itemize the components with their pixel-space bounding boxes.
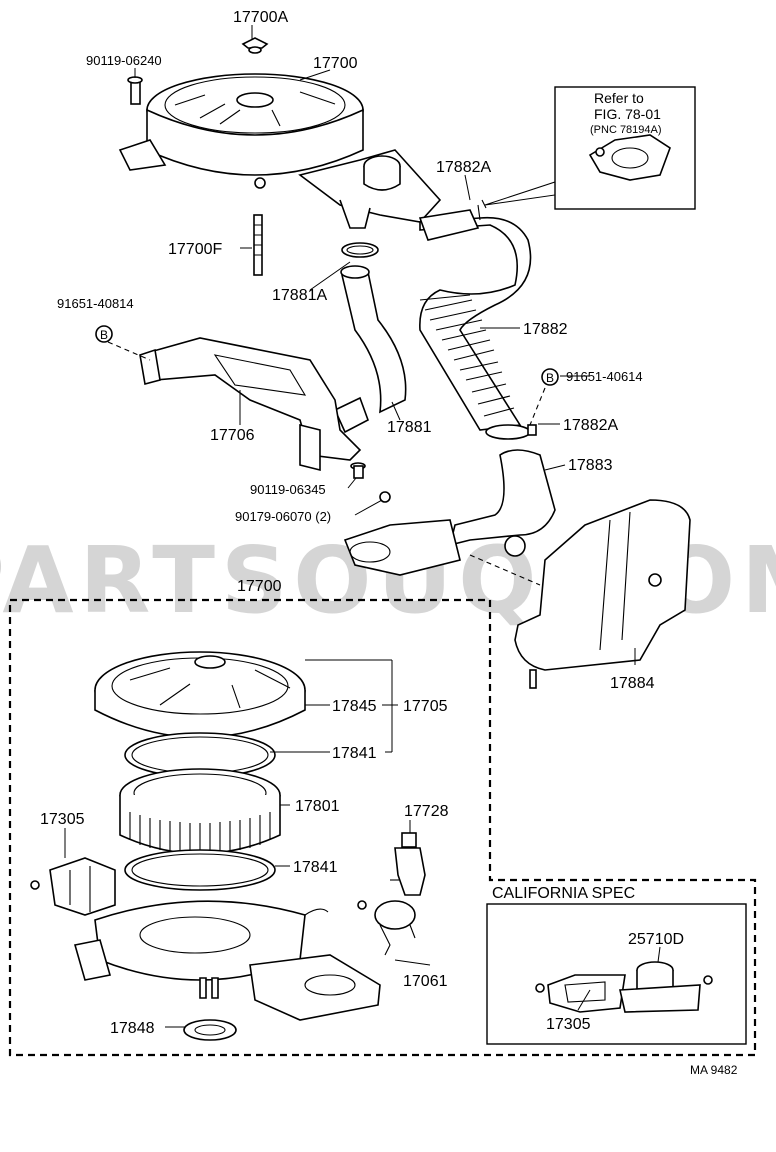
label-90119-06240: 90119-06240 [86, 53, 162, 68]
label-90179-06070: 90179-06070 (2) [235, 509, 331, 524]
label-17305: 17305 [40, 811, 85, 828]
label-17801: 17801 [295, 798, 340, 815]
label-90119-06345: 90119-06345 [250, 482, 326, 497]
air-cleaner-case [73, 900, 381, 1021]
label-17841-bottom: 17841 [293, 859, 338, 876]
leader-chain [469, 554, 541, 586]
label-91651-40814: 91651-40814 [57, 296, 134, 311]
heat-shield-17884 [514, 499, 691, 689]
marker-b-right [541, 368, 559, 386]
label-25710D: 25710D [628, 931, 684, 948]
marker-b-left [95, 325, 113, 343]
label-17881: 17881 [387, 419, 432, 436]
cal-valve-assembly [535, 961, 713, 1013]
sensor-part-icon [588, 134, 671, 181]
label-17884: 17884 [610, 675, 655, 692]
label-17305-cal: 17305 [546, 1016, 591, 1033]
label-17706: 17706 [210, 427, 255, 444]
refer-pointer [484, 181, 556, 206]
marker-b-left-label: B [100, 328, 108, 342]
marker-b-right-label: B [546, 371, 554, 385]
bolt-90119-06240 [127, 76, 143, 105]
grommet-17848 [183, 1019, 237, 1041]
label-17705: 17705 [403, 698, 448, 715]
label-17881A: 17881A [272, 287, 327, 304]
label-17883: 17883 [568, 457, 613, 474]
air-cleaner-assembly-top [118, 73, 442, 229]
label-17700A: 17700A [233, 9, 288, 26]
california-spec-title: CALIFORNIA SPEC [492, 885, 635, 902]
figure-code: MA 9482 [690, 1063, 738, 1077]
label-17728: 17728 [404, 803, 449, 820]
refer-line3: (PNC 78194A) [590, 124, 662, 136]
label-17882: 17882 [523, 321, 568, 338]
label-17700-box: 17700 [237, 578, 282, 595]
air-cleaner-lid-17845 [94, 651, 306, 739]
refer-line1: Refer to [594, 90, 644, 106]
gasket-17841-bottom [124, 849, 276, 891]
clip-90179-06070 [379, 491, 391, 503]
label-17061: 17061 [403, 973, 448, 990]
refer-line2: FIG. 78-01 [594, 106, 661, 122]
bellows-hose-17882 [418, 199, 532, 431]
wing-nut-17700A [241, 37, 269, 54]
clamp-17882A [485, 424, 537, 440]
switch-17728 [390, 832, 426, 896]
leader-b2 [529, 387, 546, 426]
label-91651-40614: 91651-40614 [566, 369, 643, 384]
bracket-17706 [139, 337, 362, 472]
valve-17061 [357, 900, 416, 956]
label-17700F: 17700F [168, 241, 222, 258]
leader-b1 [107, 341, 151, 361]
assembly-boundary [8, 598, 757, 1057]
filter-element-17801 [119, 768, 281, 855]
stud-17700F [253, 214, 263, 276]
label-17700-top: 17700 [313, 55, 358, 72]
california-spec-box [486, 903, 747, 1045]
hose-17881 [333, 265, 407, 434]
label-17882A-top: 17882A [436, 159, 491, 176]
label-17848: 17848 [110, 1020, 155, 1037]
valve-17305 [30, 857, 116, 916]
clamp-17881A [341, 242, 379, 258]
label-17845: 17845 [332, 698, 377, 715]
pipe-17883 [343, 449, 556, 576]
bolt-90119-06345 [350, 462, 366, 479]
refer-box [554, 86, 696, 210]
label-17882A-mid: 17882A [563, 417, 618, 434]
label-17841-top: 17841 [332, 745, 377, 762]
